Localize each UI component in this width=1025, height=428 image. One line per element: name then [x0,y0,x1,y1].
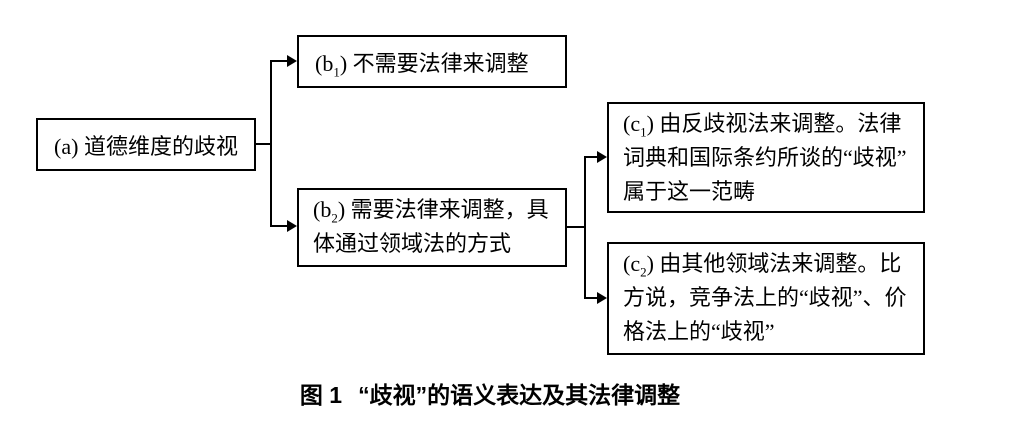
node-a-label: (a) 道德维度的歧视 [54,133,238,159]
connector-b2-stub-line [565,226,585,228]
node-b1-label: (b1) 不需要法律来调整 [315,50,529,79]
connector-a-stub-line [255,143,272,145]
node-c1-antidiscrimination-law: (c1) 由反歧视法来调整。法律 词典和国际条约所谈的“歧视” 属于这一范畴 [607,102,925,213]
connector-c2-branch-line [584,297,599,299]
arrowhead-to-b2-icon [287,220,297,232]
arrowhead-to-c2-icon [597,292,607,304]
connector-c1-branch-line [584,156,599,158]
node-a-moral-discrimination: (a) 道德维度的歧视 [36,118,256,171]
arrowhead-to-b1-icon [287,55,297,67]
arrowhead-to-c1-icon [597,151,607,163]
connector-b2-vertical-line [584,156,586,299]
connector-b2-branch-line [270,225,288,227]
figure-number: 图 1 [299,382,343,408]
node-c1-label: (c1) 由反歧视法来调整。法律 词典和国际条约所谈的“歧视” 属于这一范畴 [623,111,907,204]
node-c2-other-field-law: (c2) 由其他领域法来调整。比 方说，竞争法上的“歧视”、价 格法上的“歧视” [607,242,925,355]
connector-a-vertical-line [270,60,272,227]
node-b1-no-legal-regulation: (b1) 不需要法律来调整 [297,35,567,88]
node-b2-label: (b2) 需要法律来调整，具 体通过领域法的方式 [313,197,549,256]
figure-title: “歧视”的语义表达及其法律调整 [358,382,681,408]
node-c2-label: (c2) 由其他领域法来调整。比 方说，竞争法上的“歧视”、价 格法上的“歧视” [623,251,907,344]
node-b2-needs-legal-regulation: (b2) 需要法律来调整，具 体通过领域法的方式 [297,188,567,267]
connector-b1-branch-line [270,60,288,62]
figure-caption: 图 1 “歧视”的语义表达及其法律调整 [0,376,980,410]
